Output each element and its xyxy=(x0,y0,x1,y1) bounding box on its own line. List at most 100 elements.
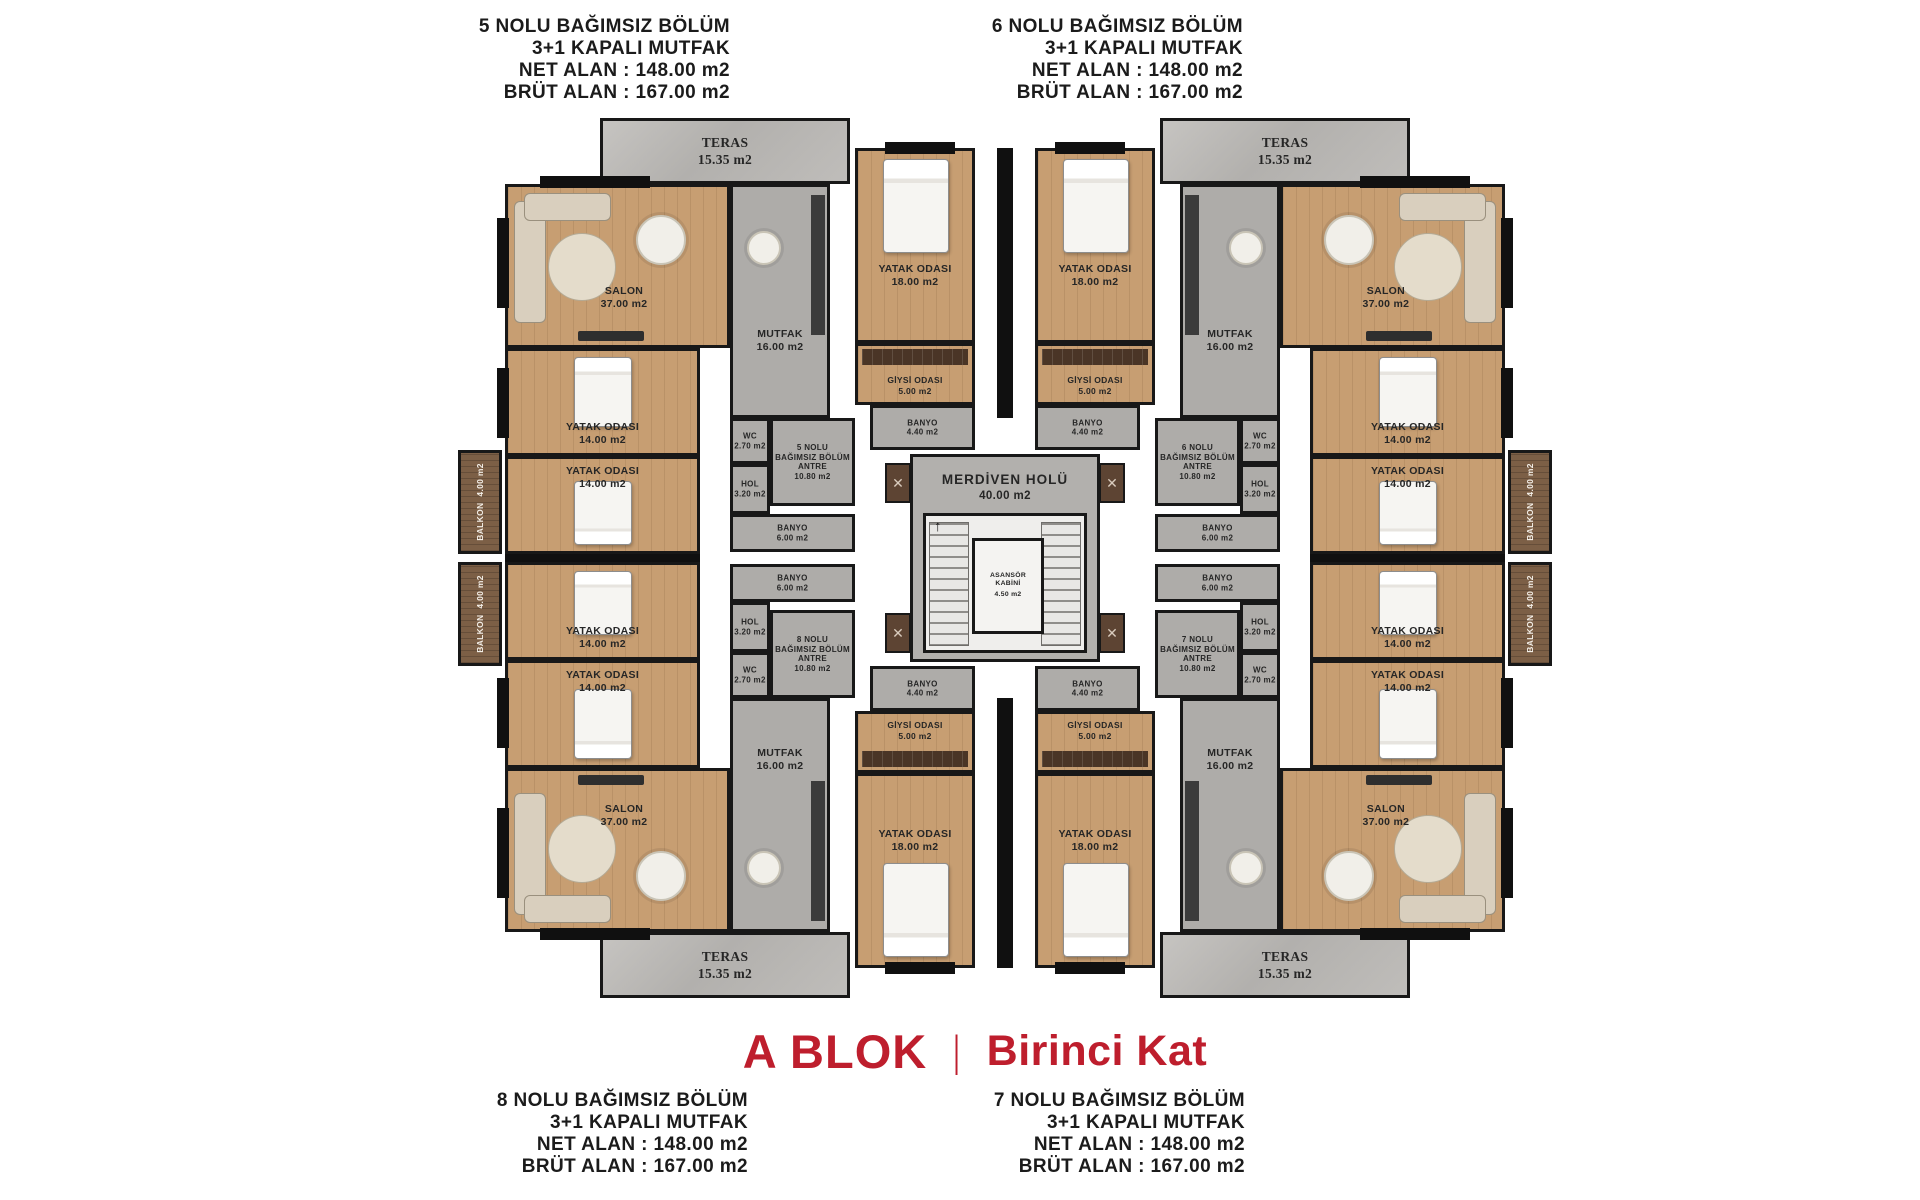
room-balkon-left-upper: BALKON4.00 m2 xyxy=(458,450,502,554)
bed-graphic xyxy=(883,863,949,957)
dining-table-graphic xyxy=(636,851,686,901)
sofa-graphic xyxy=(1399,895,1486,923)
center-wall xyxy=(997,148,1013,418)
unit8-line: BRÜT ALAN : 167.00 m2 xyxy=(521,1156,748,1177)
unit6-line: 6 NOLU BAĞIMSIZ BÖLÜM xyxy=(991,16,1243,37)
unit5-line: 3+1 KAPALI MUTFAK xyxy=(531,38,730,59)
stairs-direction-arrow: ↑ xyxy=(934,518,942,535)
shaft-box: ✕ xyxy=(885,613,911,653)
room-balkon-right-upper: BALKON4.00 m2 xyxy=(1508,450,1552,554)
party-wall xyxy=(1310,554,1505,562)
bed-graphic xyxy=(574,357,632,427)
bed-graphic xyxy=(1379,571,1437,635)
tv-graphic xyxy=(578,331,644,341)
shaft-box: ✕ xyxy=(1099,463,1125,503)
bed-graphic xyxy=(574,689,632,759)
floor-name: Birinci Kat xyxy=(986,1027,1208,1075)
kitchen-counter-graphic xyxy=(1185,781,1199,921)
window-bar xyxy=(1360,928,1470,940)
bed-graphic xyxy=(883,159,949,253)
unit6-info-card: 6 NOLU BAĞIMSIZ BÖLÜM 3+1 KAPALI MUTFAK … xyxy=(992,16,1243,104)
rug-graphic xyxy=(1394,815,1462,883)
window-bar xyxy=(1055,962,1125,974)
kitchen-table-graphic xyxy=(747,231,781,265)
room-balkon-left-lower: BALKON4.00 m2 xyxy=(458,562,502,666)
wardrobe-graphic xyxy=(1042,751,1148,767)
window-bar xyxy=(1055,142,1125,154)
rug-graphic xyxy=(548,815,616,883)
unit8-info-card: 8 NOLU BAĞIMSIZ BÖLÜM 3+1 KAPALI MUTFAK … xyxy=(497,1090,748,1178)
window-bar xyxy=(885,962,955,974)
rug-graphic xyxy=(1394,233,1462,301)
tv-graphic xyxy=(1366,775,1432,785)
dining-table-graphic xyxy=(636,215,686,265)
shaft-box: ✕ xyxy=(1099,613,1125,653)
tv-graphic xyxy=(578,775,644,785)
window-bar xyxy=(497,678,509,748)
sofa-graphic xyxy=(1464,793,1496,915)
wardrobe-graphic xyxy=(1042,349,1148,365)
shaft-box: ✕ xyxy=(885,463,911,503)
unit7-line: NET ALAN : 148.00 m2 xyxy=(1033,1134,1245,1155)
window-bar xyxy=(885,142,955,154)
unit5-line: NET ALAN : 148.00 m2 xyxy=(518,60,730,81)
window-bar xyxy=(1501,808,1513,898)
unit5-info-card: 5 NOLU BAĞIMSIZ BÖLÜM 3+1 KAPALI MUTFAK … xyxy=(479,16,730,104)
sofa-graphic xyxy=(514,201,546,323)
sofa-graphic xyxy=(524,193,611,221)
window-bar xyxy=(497,368,509,438)
unit7-line: 3+1 KAPALI MUTFAK xyxy=(1046,1112,1245,1133)
unit7-line: 7 NOLU BAĞIMSIZ BÖLÜM xyxy=(993,1090,1245,1111)
bed-graphic xyxy=(574,481,632,545)
sofa-graphic xyxy=(524,895,611,923)
kitchen-counter-graphic xyxy=(811,781,825,921)
bed-graphic xyxy=(1379,689,1437,759)
wardrobe-graphic xyxy=(862,751,968,767)
kitchen-counter-graphic xyxy=(811,195,825,335)
window-bar xyxy=(540,928,650,940)
room-balkon-right-lower: BALKON4.00 m2 xyxy=(1508,562,1552,666)
window-bar xyxy=(1501,368,1513,438)
unit6-line: NET ALAN : 148.00 m2 xyxy=(1031,60,1243,81)
party-wall xyxy=(505,554,700,562)
bed-graphic xyxy=(1379,357,1437,427)
